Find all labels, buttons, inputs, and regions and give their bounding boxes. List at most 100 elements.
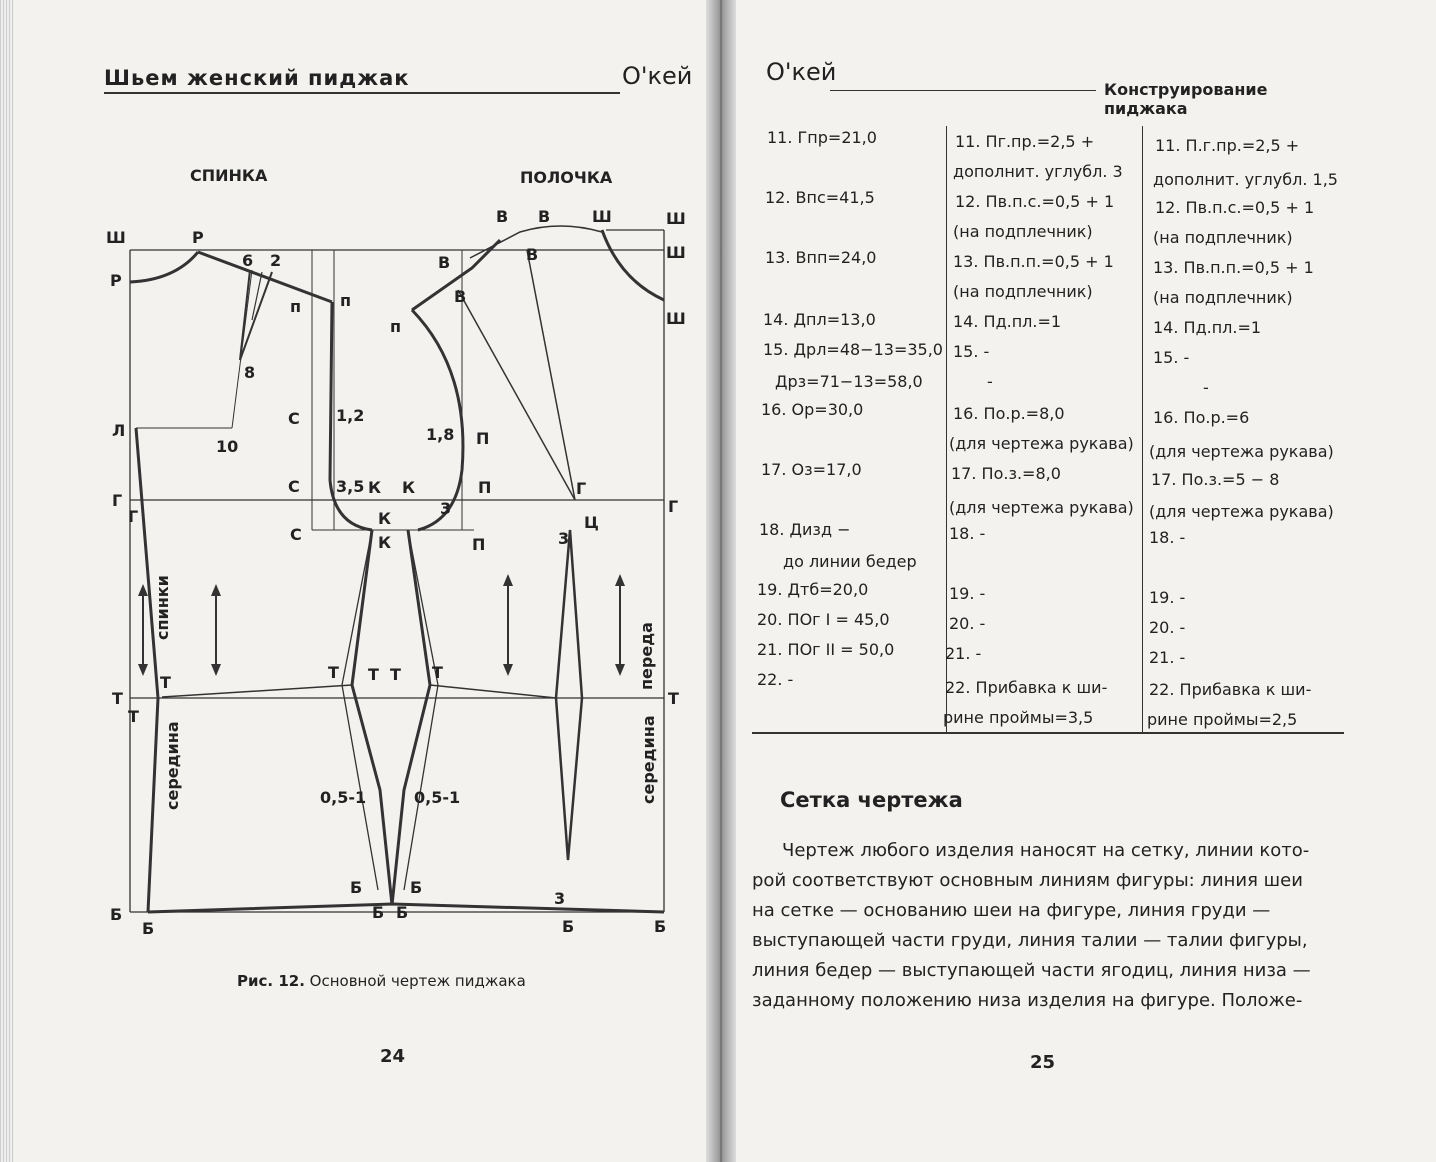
table-cell: 18. -	[949, 524, 986, 543]
table-divider-1	[946, 126, 947, 734]
table-cell: 19. -	[949, 584, 986, 603]
table-cell: 12. Впс=41,5	[765, 188, 875, 207]
table-cell: 20. -	[949, 614, 986, 633]
table-cell: 14. Пд.пл.=1	[1153, 318, 1262, 337]
lbl-t6: Т	[432, 663, 443, 682]
table-cell: дополнит. углубл. 3	[953, 162, 1123, 181]
lbl-v3: В	[454, 287, 466, 306]
lbl-p1: П	[476, 429, 489, 448]
lbl-3b: 3	[558, 529, 569, 548]
lbl-b3: Б	[350, 878, 362, 897]
table-cell: 14. Дпл=13,0	[763, 310, 876, 329]
table-cell: 12. Пв.п.с.=0,5 + 1	[955, 192, 1115, 211]
lbl-n: п	[340, 291, 351, 310]
lbl-t: Т	[112, 689, 123, 708]
lbl-t5: Т	[328, 663, 339, 682]
table-cell: до линии бедер	[783, 552, 917, 571]
left-page-number: 24	[380, 1046, 406, 1067]
lbl-3a: 3	[440, 499, 451, 518]
table-cell: (для чертежа рукава)	[949, 498, 1134, 517]
paragraph-line: на сетке — основанию шеи на фигуре, лини…	[752, 900, 1271, 921]
table-cell: 21. ПОг II = 50,0	[757, 640, 895, 659]
figure-caption: Рис. 12. Основной чертеж пиджака	[237, 972, 526, 990]
table-cell: 15. -	[953, 342, 990, 361]
lbl-half-right: 0,5-1	[414, 788, 460, 807]
table-cell: 15. -	[1153, 348, 1190, 367]
table-divider-2	[1142, 126, 1143, 734]
right-header-rule	[830, 90, 1096, 91]
lbl-t1: Т	[668, 689, 679, 708]
lbl-1-8: 1,8	[426, 425, 454, 444]
lbl-10: 10	[216, 437, 238, 456]
table-cell: 19. -	[1149, 588, 1186, 607]
lbl-l: Л	[112, 421, 125, 440]
table-cell: (на подплечник)	[1153, 228, 1293, 247]
lbl-b1: Б	[654, 917, 666, 936]
lbl-seredina-left: середина	[163, 721, 182, 810]
pattern-drawing: Ш Р Р 6 2 8 10 п п Л С 1,2 С 3,5 К К К К…	[106, 207, 686, 938]
lbl-g2: Г	[128, 507, 138, 526]
lbl-sh: Ш	[106, 228, 126, 247]
right-page-number: 25	[1030, 1052, 1056, 1073]
table-cell: (для чертежа рукава)	[1149, 502, 1334, 521]
table-cell: 16. Ор=30,0	[761, 400, 864, 419]
table-cell: 18. -	[1149, 528, 1186, 547]
section-title: Сетка чертежа	[780, 788, 963, 812]
table-cell: рине проймы=3,5	[943, 708, 1094, 727]
table-cell: 22. Прибавка к ши-	[945, 678, 1108, 697]
table-cell: 11. Гпр=21,0	[767, 128, 877, 147]
lbl-n2: п	[390, 317, 401, 336]
lbl-sh1: Ш	[666, 243, 686, 262]
table-cell: (на подплечник)	[953, 282, 1093, 301]
table-cell: (на подплечник)	[1153, 288, 1293, 307]
lbl-t2a: Т	[160, 673, 171, 692]
lbl-c2: С	[290, 525, 302, 544]
right-page	[736, 0, 1436, 1162]
paragraph-line: выступающей части груди, линия талии — т…	[752, 930, 1308, 951]
lbl-2: 2	[270, 251, 281, 270]
lbl-sh4: Ш	[666, 309, 686, 328]
paragraph-line: рой соответствуют основным линиям фигуры…	[752, 870, 1303, 891]
lbl-v2: В	[496, 207, 508, 226]
back-label: СПИНКА	[190, 166, 268, 185]
lbl-b-left: Б	[110, 905, 122, 924]
table-cell: 20. -	[1149, 618, 1186, 637]
right-header-title: Конструирование пиджака	[1104, 80, 1268, 118]
lbl-r: Р	[192, 228, 204, 247]
paragraph-line: линия бедер — выступающей части ягодиц, …	[752, 960, 1311, 981]
lbl-pereda: переда	[637, 622, 656, 690]
table-cell: 19. Дтб=20,0	[757, 580, 869, 599]
table-cell: (для чертежа рукава)	[1149, 442, 1334, 461]
lbl-k1: К	[402, 478, 415, 497]
lbl-3-5: 3,5	[336, 477, 364, 496]
lbl-r1: Р	[110, 271, 122, 290]
left-header-rule	[104, 92, 620, 94]
lbl-g3: Г	[576, 479, 586, 498]
lbl-spinki: спинки	[153, 575, 172, 640]
lbl-n1: п	[290, 297, 301, 316]
lbl-t4: Т	[390, 665, 401, 684]
lbl-sh2: Ш	[666, 209, 686, 228]
lbl-c1: С	[288, 409, 300, 428]
lbl-ts: Ц	[584, 513, 599, 532]
table-cell: 17. По.з.=8,0	[951, 464, 1061, 483]
table-cell: 20. ПОг I = 45,0	[757, 610, 890, 629]
caption-number: Рис. 12.	[237, 972, 305, 990]
lbl-seredina-right: середина	[639, 715, 658, 804]
lbl-t2b: Т	[128, 707, 139, 726]
page-edges	[0, 0, 14, 1162]
table-cell: 16. По.р.=6	[1153, 408, 1250, 427]
book-gutter	[706, 0, 736, 1162]
front-label: ПОЛОЧКА	[520, 168, 613, 187]
table-cell: рине проймы=2,5	[1147, 710, 1298, 729]
lbl-p2: П	[472, 535, 485, 554]
lbl-v1: В	[438, 253, 450, 272]
table-cell: 21. -	[945, 644, 982, 663]
lbl-8: 8	[244, 363, 255, 382]
lbl-sh3: Ш	[592, 207, 612, 226]
table-cell: 17. Оз=17,0	[761, 460, 862, 479]
table-cell: 13. Пв.п.п.=0,5 + 1	[1153, 258, 1314, 277]
lbl-c: С	[288, 477, 300, 496]
lbl-b5: Б	[372, 903, 384, 922]
